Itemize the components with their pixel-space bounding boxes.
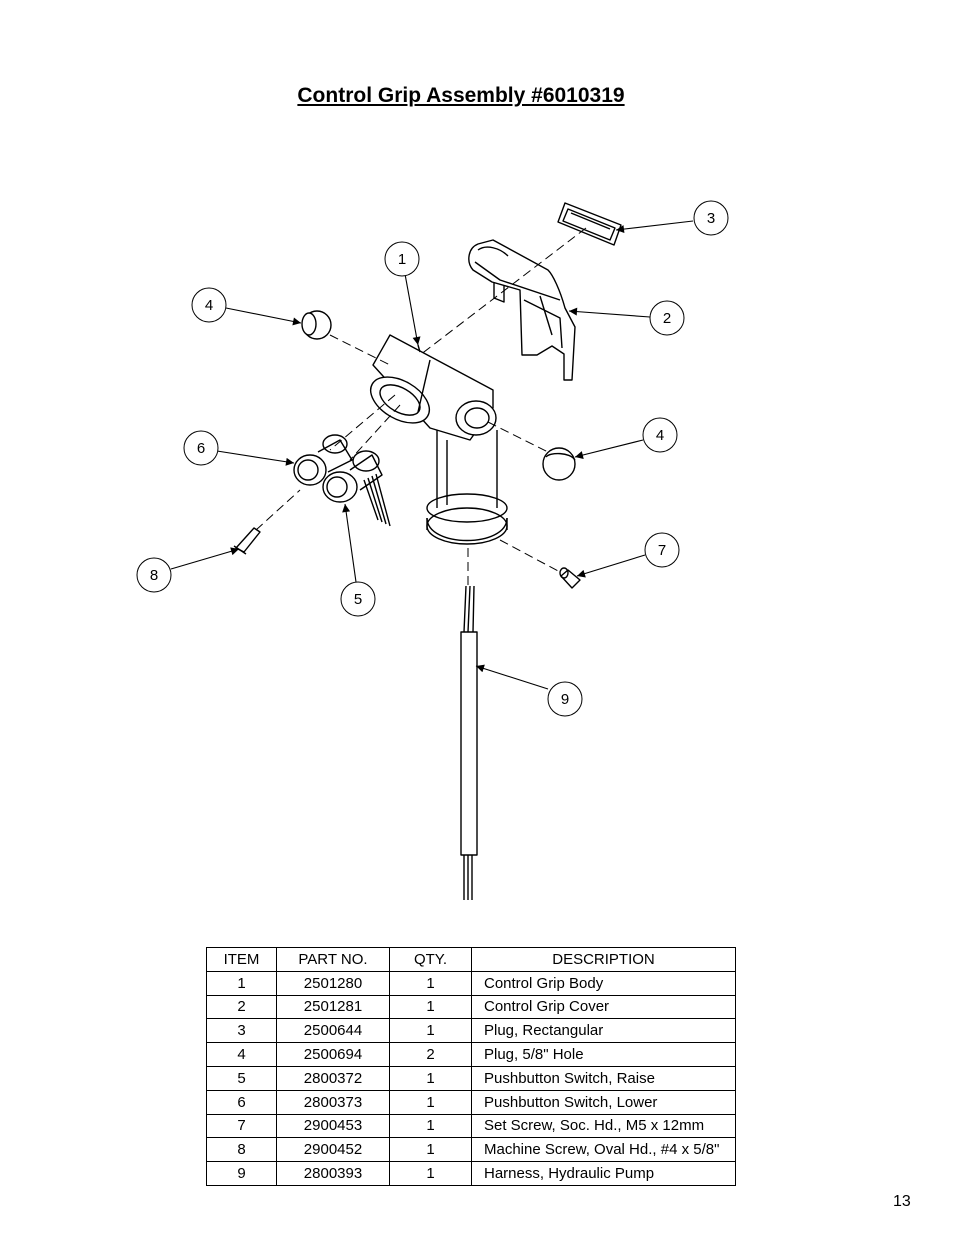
control-grip-body-part <box>370 334 508 545</box>
callout-3: 3 <box>693 200 729 236</box>
qty-cell: 1 <box>389 970 472 996</box>
svg-text:5: 5 <box>354 591 362 608</box>
column-header-qty: QTY. <box>389 947 472 972</box>
part-no-cell: 2800373 <box>276 1089 390 1115</box>
svg-text:4: 4 <box>205 297 213 314</box>
svg-text:9: 9 <box>561 691 569 708</box>
item-cell: 1 <box>206 970 277 996</box>
svg-text:3: 3 <box>707 210 715 227</box>
exploded-view-diagram: 3 1 2 4 4 6 7 8 <box>136 200 729 900</box>
part-no-cell: 2900452 <box>276 1137 390 1163</box>
pushbutton-switch-raise-part <box>322 450 391 527</box>
item-cell: 5 <box>206 1065 277 1091</box>
callout-6: 6 <box>183 430 219 466</box>
qty-cell: 2 <box>389 1042 472 1067</box>
description-cell: Pushbutton Switch, Lower <box>471 1089 736 1115</box>
part-no-cell: 2900453 <box>276 1113 390 1139</box>
hole-plug-upper-part <box>301 310 332 340</box>
callout-1: 1 <box>384 241 420 277</box>
item-cell: 2 <box>206 994 277 1020</box>
machine-screw-part <box>233 527 261 555</box>
part-no-cell: 2501281 <box>276 994 390 1020</box>
column-header-description: DESCRIPTION <box>471 947 736 972</box>
callout-9: 9 <box>547 681 583 717</box>
description-cell: Pushbutton Switch, Raise <box>471 1065 736 1091</box>
qty-cell: 1 <box>389 1065 472 1091</box>
svg-text:2: 2 <box>663 310 671 327</box>
svg-text:6: 6 <box>197 440 205 457</box>
item-cell: 6 <box>206 1089 277 1115</box>
part-no-cell: 2500644 <box>276 1018 390 1044</box>
description-cell: Set Screw, Soc. Hd., M5 x 12mm <box>471 1113 736 1139</box>
svg-text:4: 4 <box>656 427 664 444</box>
part-no-cell: 2500694 <box>276 1042 390 1067</box>
item-cell: 7 <box>206 1113 277 1139</box>
control-grip-cover-part <box>468 239 576 381</box>
part-no-cell: 2800393 <box>276 1161 390 1186</box>
hole-plug-lower-part <box>542 447 576 481</box>
part-no-cell: 2501280 <box>276 970 390 996</box>
callout-2: 2 <box>649 300 685 336</box>
callout-8: 8 <box>136 557 172 593</box>
qty-cell: 1 <box>389 1113 472 1139</box>
item-cell: 9 <box>206 1161 277 1186</box>
item-cell: 8 <box>206 1137 277 1163</box>
set-screw-part <box>559 567 581 589</box>
callout-7: 7 <box>644 532 680 568</box>
pushbutton-switch-lower-part <box>293 434 353 486</box>
svg-text:7: 7 <box>658 542 666 559</box>
page-title: Control Grip Assembly #6010319 <box>297 84 625 107</box>
description-cell: Harness, Hydraulic Pump <box>471 1161 736 1186</box>
svg-text:8: 8 <box>150 567 158 584</box>
column-header-item: ITEM <box>206 947 277 972</box>
svg-text:1: 1 <box>398 251 406 268</box>
qty-cell: 1 <box>389 1018 472 1044</box>
qty-cell: 1 <box>389 1161 472 1186</box>
description-cell: Plug, Rectangular <box>471 1018 736 1044</box>
qty-cell: 1 <box>389 1137 472 1163</box>
description-cell: Control Grip Cover <box>471 994 736 1020</box>
column-header-part-no: PART NO. <box>276 947 390 972</box>
table-header-row: ITEM PART NO. QTY. DESCRIPTION <box>206 947 736 972</box>
description-cell: Control Grip Body <box>471 970 736 996</box>
description-cell: Plug, 5/8" Hole <box>471 1042 736 1067</box>
description-cell: Machine Screw, Oval Hd., #4 x 5/8" <box>471 1137 736 1163</box>
hydraulic-harness-part <box>460 585 478 900</box>
callout-4-upper: 4 <box>191 287 227 323</box>
page-number: 13 <box>893 1193 911 1210</box>
rectangular-plug-part <box>557 202 622 246</box>
callout-5: 5 <box>340 581 376 617</box>
callout-4-lower: 4 <box>642 417 678 453</box>
part-no-cell: 2800372 <box>276 1065 390 1091</box>
qty-cell: 1 <box>389 994 472 1020</box>
qty-cell: 1 <box>389 1089 472 1115</box>
item-cell: 3 <box>206 1018 277 1044</box>
item-cell: 4 <box>206 1042 277 1067</box>
